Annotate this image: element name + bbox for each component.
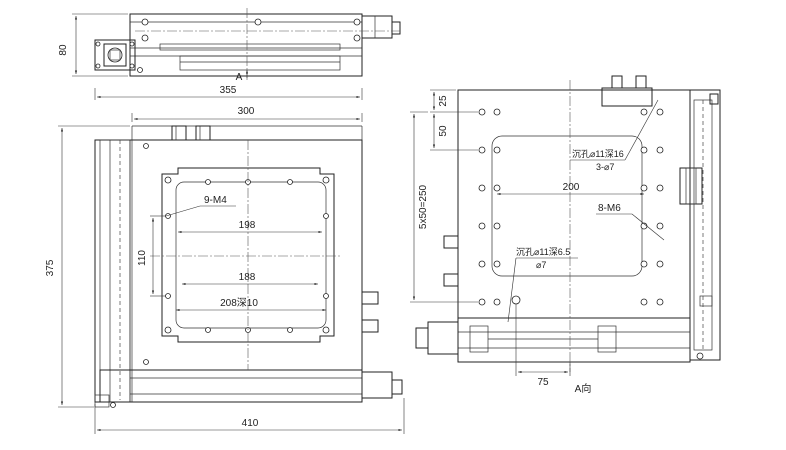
dim-75-label: 75 xyxy=(537,377,549,388)
dim-80-label: 80 xyxy=(58,44,69,56)
label-counterbore-6-5: 沉孔⌀11深6.5 xyxy=(516,247,570,257)
dim-5x50-label: 5x50=250 xyxy=(418,184,429,229)
dim-375-label: 375 xyxy=(45,259,56,276)
dim-300-label: 300 xyxy=(238,106,255,117)
dim-355-label: 355 xyxy=(220,85,237,96)
front-view: 355 300 xyxy=(45,85,405,434)
dim-198-label: 198 xyxy=(239,220,256,231)
label-counterbore-16: 沉孔⌀11深16 xyxy=(572,149,624,159)
label-3-d7: 3-⌀7 xyxy=(596,162,614,172)
dim-200-label: 200 xyxy=(563,182,580,193)
side-view-a: 25 50 5x50=250 200 沉孔⌀11深16 3-⌀7 8-M6 沉孔… xyxy=(410,75,721,395)
dim-410-label: 410 xyxy=(242,418,259,429)
label-8-m6: 8-M6 xyxy=(598,203,621,214)
view-marker-a: A xyxy=(236,72,243,83)
dim-50-label: 50 xyxy=(438,125,449,137)
dim-110-label: 110 xyxy=(137,250,148,266)
label-d7: ⌀7 xyxy=(536,260,546,270)
dim-208-label: 208深10 xyxy=(220,297,258,309)
dim-25-label: 25 xyxy=(438,95,449,107)
label-9-m4: 9-M4 xyxy=(204,195,227,206)
top-view: 80 A xyxy=(58,8,401,83)
dim-188-label: 188 xyxy=(239,272,256,283)
view-label-a: A向 xyxy=(575,382,592,395)
